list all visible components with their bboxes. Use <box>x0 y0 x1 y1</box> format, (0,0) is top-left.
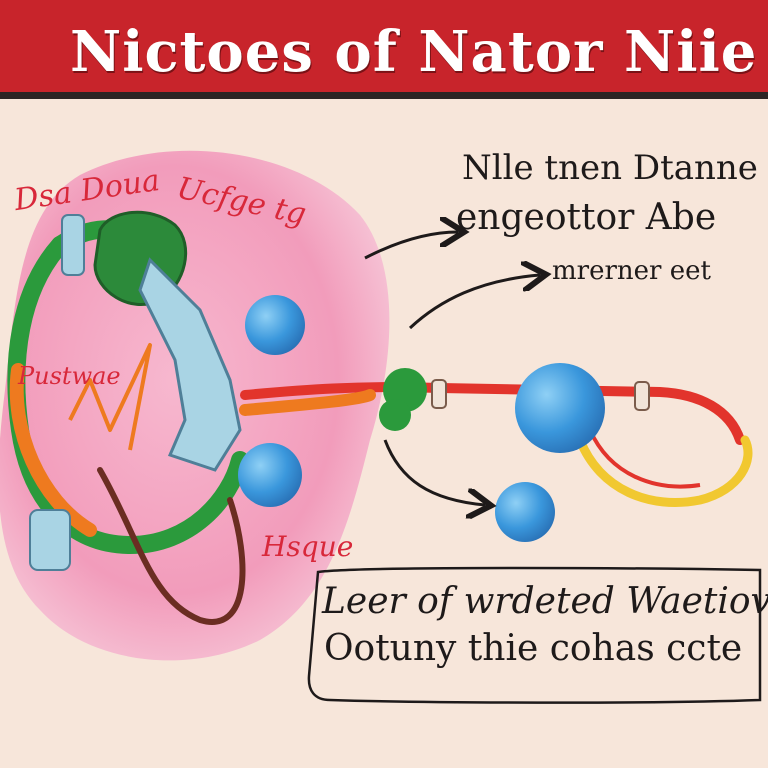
synapse-knob-2 <box>379 399 411 431</box>
outer-ring-orange <box>9 363 97 537</box>
axon-clamp-1 <box>431 379 447 409</box>
signal-zigzag <box>68 343 152 451</box>
caption-box <box>307 566 762 704</box>
molecule-4 <box>495 482 555 542</box>
small-tube-bottom <box>29 509 71 571</box>
arrow-to-note-1 <box>364 232 458 260</box>
brown-cable <box>97 467 246 625</box>
molecule-1 <box>245 295 305 355</box>
caption-line-2: Ootuny thie cohas ccte <box>324 628 743 669</box>
note-line-2: engeottor Abe <box>456 197 717 238</box>
title-banner <box>0 0 768 92</box>
page-title: Nictoes of Nator Niie Cnoco <box>70 20 768 84</box>
outer-ring-green <box>7 236 249 555</box>
caption-line-1: Leer of wrdeted Waetiove <box>322 581 768 622</box>
blue-vessel <box>138 257 242 472</box>
arrow-to-molecule-4 <box>383 439 485 505</box>
molecule-2 <box>238 443 302 507</box>
axon-clamp-2 <box>634 381 650 411</box>
note-line-1: Nlle tnen Dtanne <box>462 148 758 188</box>
label-bottom: Hsque <box>262 530 354 563</box>
molecule-3 <box>515 363 605 453</box>
banner-divider <box>0 92 768 99</box>
axon-yellow-loop <box>575 435 753 507</box>
note-line-3: mrerner eet <box>552 256 711 286</box>
axon-orange <box>239 389 376 416</box>
label-left: Pustwae <box>18 362 121 390</box>
small-tube-top <box>61 214 85 276</box>
arrow-to-note-3 <box>408 275 540 330</box>
axon-red-loop <box>588 429 701 489</box>
